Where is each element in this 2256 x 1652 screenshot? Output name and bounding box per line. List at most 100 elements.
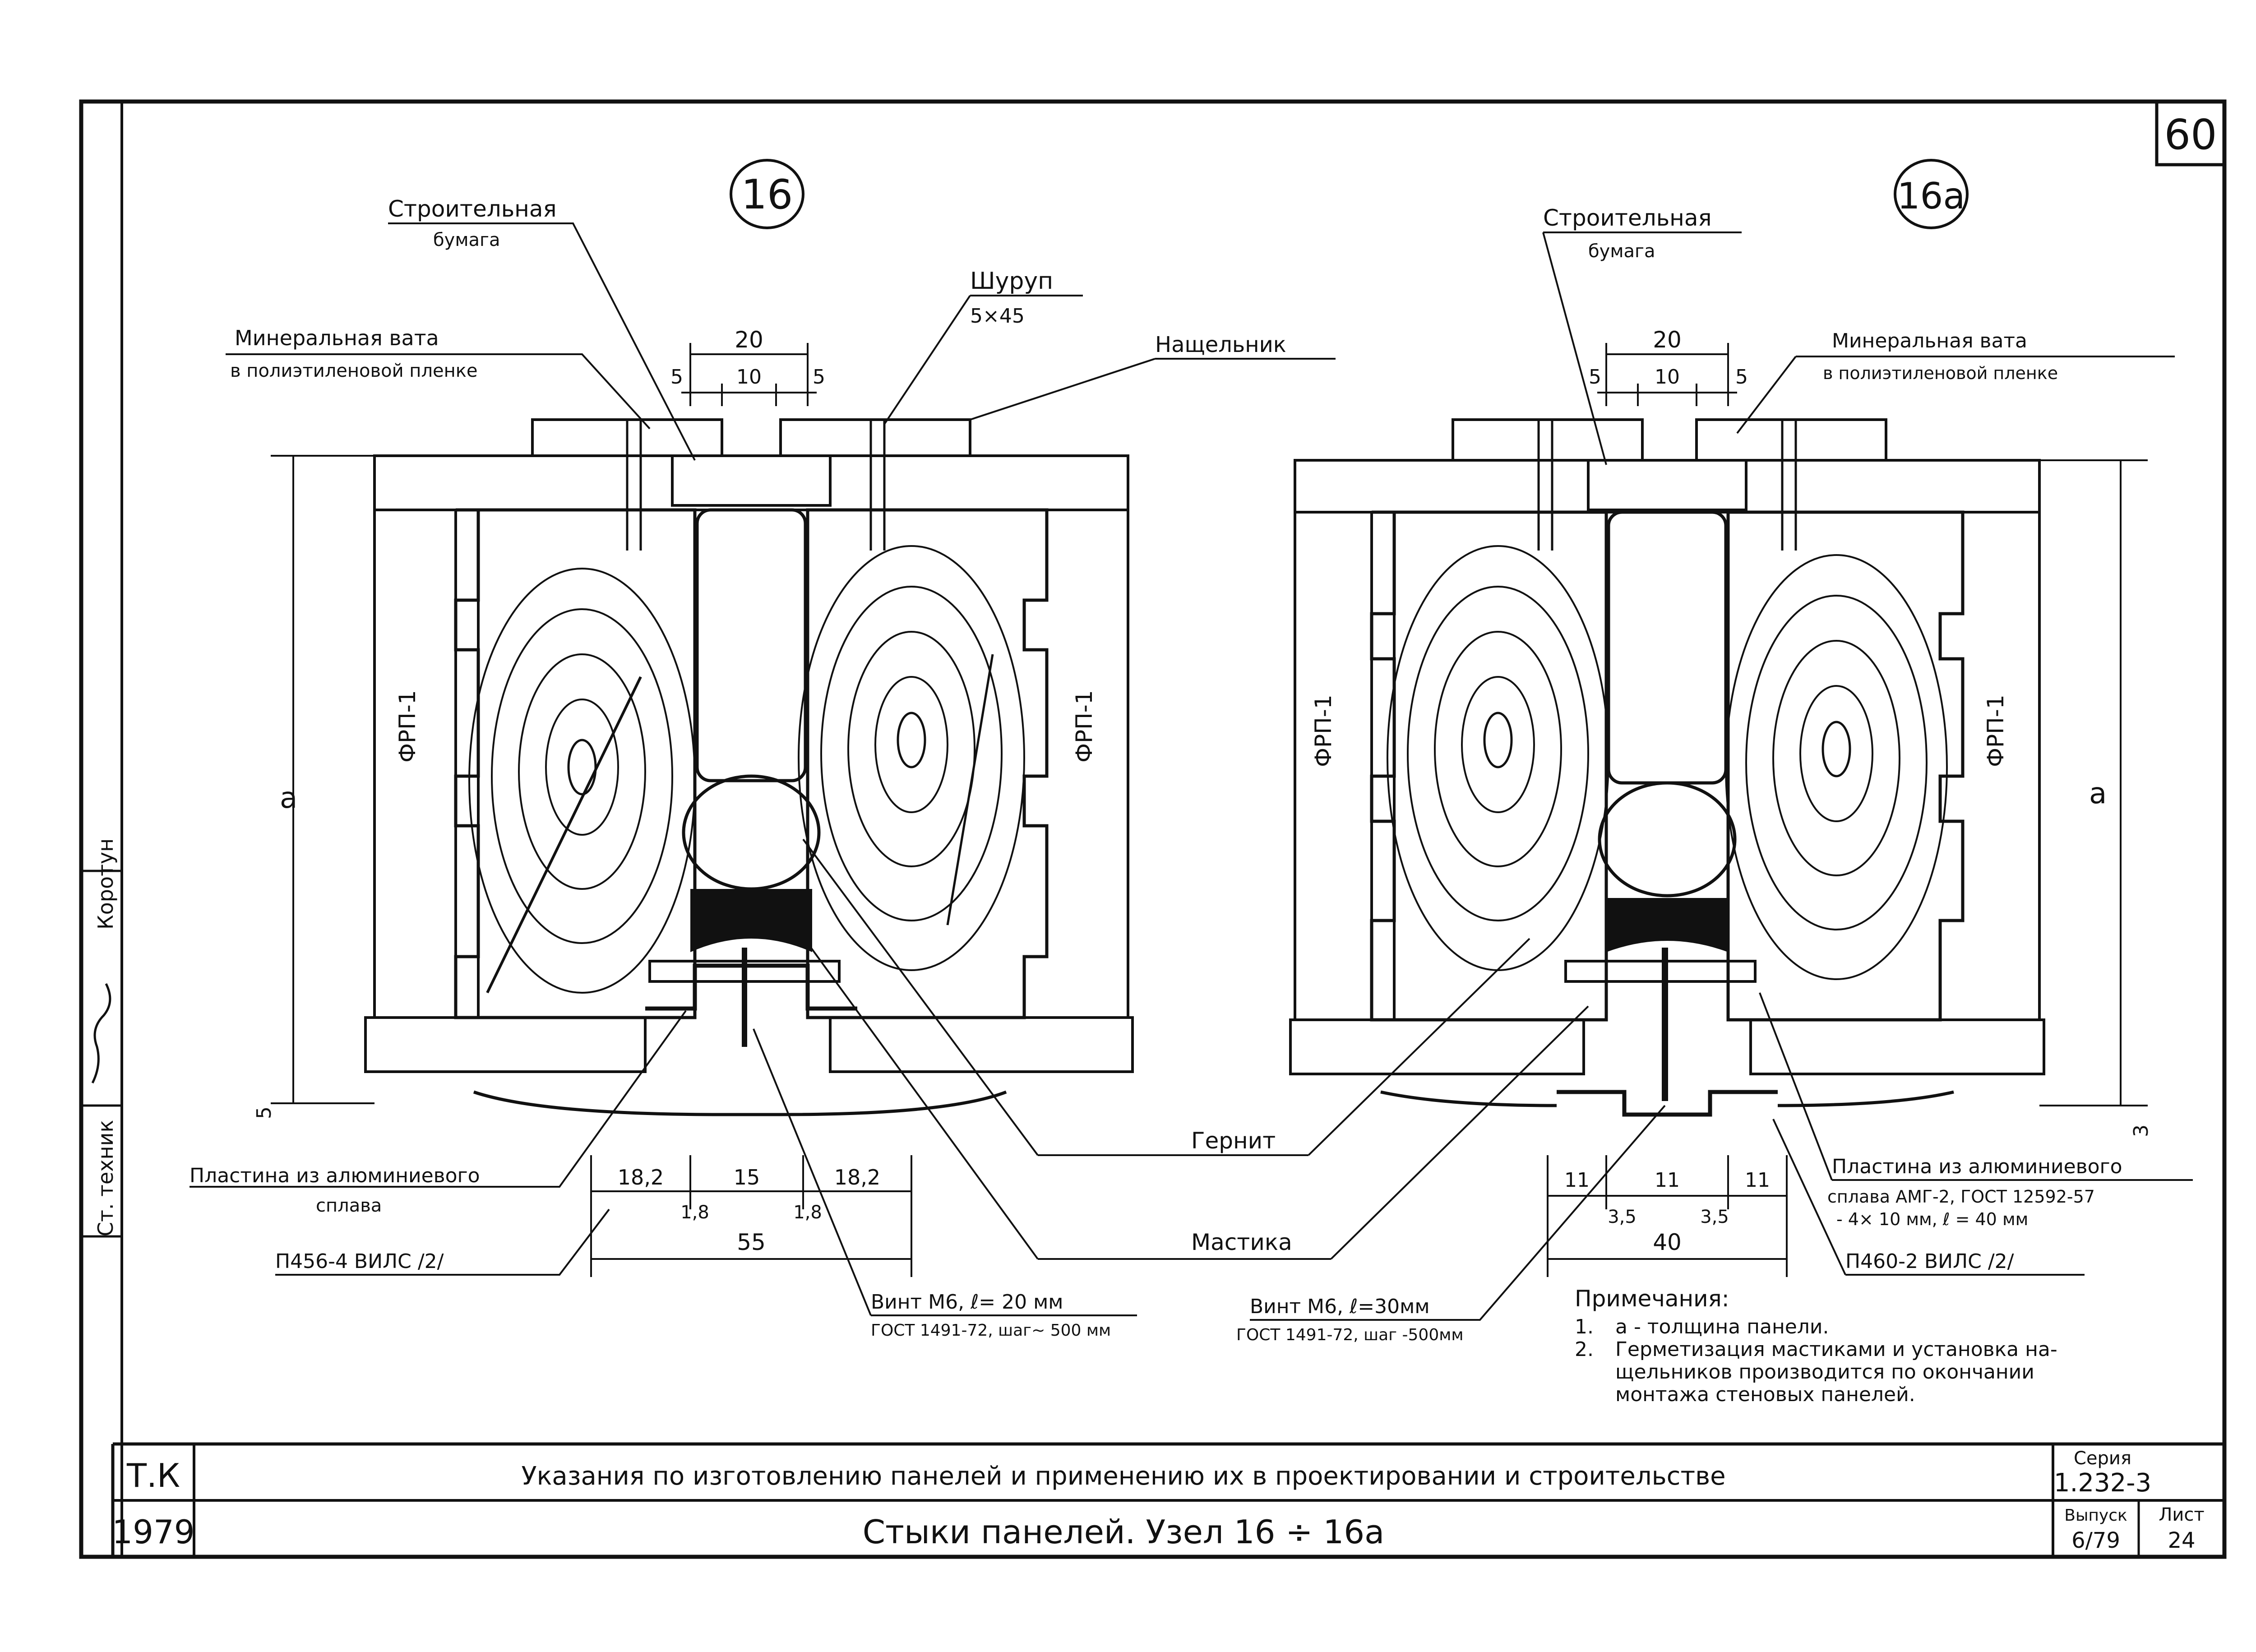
screw-left [626, 420, 642, 551]
sheet-number: 60 [2164, 111, 2217, 159]
note-1: a - толщина панели. [1615, 1315, 1829, 1338]
svg-text:55: 55 [737, 1229, 766, 1255]
label-paper-2: бумага [433, 230, 500, 250]
height-dimension: a 5 [253, 455, 374, 1119]
leader-paper-16a [1542, 231, 1742, 465]
svg-text:40: 40 [1653, 1229, 1682, 1255]
leader-batten [970, 358, 1336, 421]
svg-text:15: 15 [734, 1165, 760, 1189]
svg-text:a: a [2089, 777, 2107, 810]
batten-right [779, 418, 971, 457]
label-plate: Пластина из алюминиевого [190, 1164, 480, 1187]
bottom-dimensions-16a: 11 11 11 3,5 3,5 40 [1547, 1155, 1788, 1277]
svg-text:18,2: 18,2 [618, 1165, 664, 1189]
stamp-signature [91, 983, 111, 1084]
tb-sheet-label: Лист [2159, 1504, 2204, 1525]
screw-right-16a [1781, 420, 1797, 551]
leader-paper [388, 222, 696, 461]
svg-text:20: 20 [735, 327, 763, 353]
alu-profile-16a [1557, 1090, 1778, 1117]
frp-left-label-16a: ФРП-1 [1310, 694, 1336, 767]
tb-series: 1.232-3 [2054, 1468, 2151, 1498]
svg-text:1,8: 1,8 [793, 1202, 822, 1223]
detail-16: 16 ФРП-1 ФРП-1 [190, 159, 1336, 1340]
tb-sheet: 24 [2168, 1528, 2195, 1553]
svg-text:11: 11 [1564, 1169, 1590, 1192]
bottom-sheathing-right [829, 1016, 1134, 1073]
detail-16-id: 16 [741, 171, 793, 218]
alu-plate-16a [1564, 960, 1757, 983]
screw-right [869, 420, 886, 551]
detail-16a: 16a ФРП-1 ФРП-1 [1236, 159, 2193, 1344]
label-screw: Шуруп [970, 268, 1053, 295]
label-plate-3-16a: - 4× 10 мм, ℓ = 40 мм [1836, 1209, 2028, 1229]
sheet-number-box [2155, 100, 2226, 167]
timber-right-16a [1725, 510, 1965, 1022]
top-dimensions-16a: 20 5 10 5 [1589, 327, 1748, 406]
svg-text:5: 5 [1735, 366, 1748, 389]
note-2-line-2: щельников производится по окончании [1615, 1360, 2034, 1384]
label-screw-2: 5×45 [970, 305, 1025, 328]
tb-series-label: Серия [2074, 1448, 2131, 1469]
leader-plate-16a [1759, 992, 2193, 1181]
gernit-cord-16a [1598, 781, 1737, 898]
bottom-sheathing-left-16a [1289, 1018, 1585, 1075]
label-bolt-2: ГОСТ 1491-72, шаг~ 500 мм [871, 1321, 1111, 1340]
label-plate-2-16a: сплава АМГ-2, ГОСТ 12592-57 [1827, 1187, 2095, 1207]
frp-block-left [373, 509, 480, 1019]
note-2-line-3: монтажа стеновых панелей. [1615, 1383, 1915, 1406]
frp-block-left-16a [1294, 511, 1396, 1021]
label-plate-16a: Пластина из алюминиевого [1832, 1155, 2122, 1178]
bottom-dimensions: 18,2 15 18,2 1,8 1,8 55 [590, 1155, 912, 1277]
svg-text:20: 20 [1653, 327, 1682, 353]
note-2-line-1: Герметизация мастиками и установка на- [1615, 1338, 2057, 1361]
svg-text:5: 5 [1589, 366, 1601, 389]
bottom-sheathing-left [364, 1016, 647, 1073]
screw-left-16a [1537, 420, 1553, 551]
svg-text:11: 11 [1655, 1169, 1680, 1192]
bottom-seal-16a [1380, 1090, 1954, 1107]
leader-plate [190, 1010, 687, 1188]
label-gernit: Гернит [1191, 1128, 1276, 1154]
label-paper-16a: Строительная [1543, 205, 1712, 231]
frp-right-label: ФРП-1 [1071, 690, 1097, 763]
height-dimension-16a: a 3 [2039, 459, 2153, 1137]
label-profile: П456-4 ВИЛС /2/ [275, 1250, 444, 1273]
detail-16-bubble [730, 159, 804, 229]
label-paper: Строительная [388, 196, 557, 222]
detail-16a-bubble [1894, 159, 1969, 229]
timber-left [454, 508, 697, 1019]
leader-profile-16a [1772, 1119, 2085, 1276]
mineral-wool-core-16a [1607, 510, 1728, 785]
label-wool: Минеральная вата [235, 326, 439, 350]
mastic-fill [690, 889, 812, 952]
insert-strip-16a [1587, 459, 1747, 511]
svg-text:10: 10 [1655, 366, 1680, 389]
svg-text:a: a [280, 782, 297, 815]
frp-right-label-16a: ФРП-1 [1983, 694, 2009, 767]
label-wool-16a: Минеральная вата [1832, 329, 2027, 352]
label-bolt: Винт М6, ℓ= 20 мм [871, 1291, 1063, 1314]
bottom-sheathing-right-16a [1749, 1018, 2045, 1075]
bottom-seal [473, 1090, 1007, 1116]
svg-text:2.: 2. [1575, 1338, 1594, 1361]
gernit-cord [682, 774, 821, 891]
svg-text:1,8: 1,8 [680, 1202, 709, 1223]
frp-left-label: ФРП-1 [394, 690, 421, 763]
leader-gernit [802, 838, 1530, 1156]
insert-strip [671, 454, 832, 507]
top-sheathing [373, 454, 1129, 511]
notes: Примечания: 1. a - толщина панели. 2. Ге… [1575, 1286, 2057, 1406]
batten-left-16a [1452, 418, 1644, 462]
stamp-name: Коротун [93, 838, 118, 930]
label-bolt-16a: Винт М6, ℓ=30мм [1250, 1295, 1430, 1318]
tb-year: 1979 [112, 1513, 194, 1551]
label-paper-2-16a: бумага [1588, 241, 1655, 262]
leader-wool [226, 353, 651, 430]
leader-mastic [807, 942, 1589, 1260]
label-mastic: Мастика [1191, 1229, 1292, 1255]
mastic-fill-16a [1606, 898, 1728, 952]
label-bolt-2-16a: ГОСТ 1491-72, шаг -500мм [1236, 1326, 1464, 1344]
mineral-wool-core [695, 508, 807, 782]
